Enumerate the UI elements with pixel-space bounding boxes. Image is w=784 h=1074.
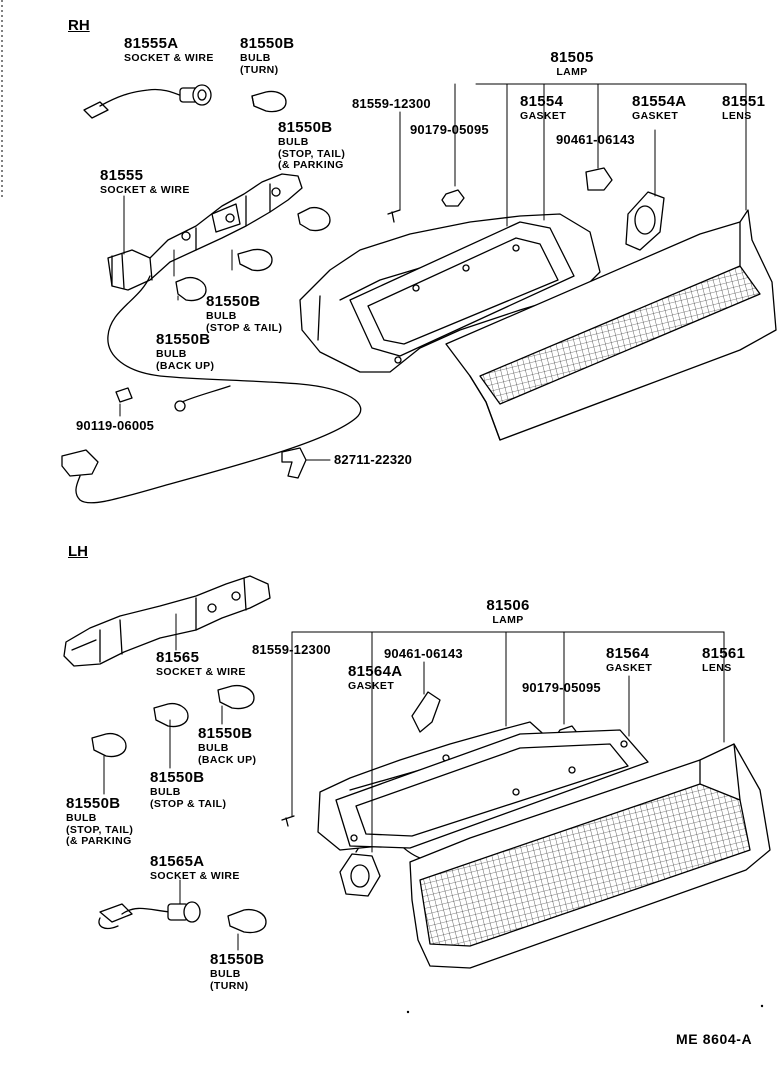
lh-clip-part: [411, 691, 441, 733]
rh-gasket-a-part: [625, 191, 665, 251]
lh-clip-label: 90461-06143: [384, 646, 463, 661]
rh-lens-label: 81551 LENS: [722, 93, 766, 122]
lh-bulb-turn-part: [227, 908, 267, 934]
lh-leader-lines: [103, 613, 725, 951]
rh-bulb-turn-part: [251, 90, 287, 113]
rh-gasket-frame: [349, 221, 575, 364]
rh-bulb-back-up-part: [175, 276, 207, 302]
rh-bulb-back-up-label: 81550B BULB (BACK UP): [156, 331, 215, 372]
section-label-rh: RH: [68, 17, 90, 34]
lh-socket-wire-part: [63, 575, 271, 667]
footer-code: ME 8604-A: [676, 1031, 753, 1047]
rh-nut-label: 90179-05095: [410, 122, 489, 137]
lh-lamp-label: 81506 LAMP: [486, 597, 530, 626]
rh-lamp-label: 81505 LAMP: [550, 49, 594, 78]
lh-screw-label: 81559-12300: [252, 642, 331, 657]
lh-lens: [409, 743, 771, 969]
rh-screw-81559-part: [387, 209, 401, 223]
rh-bulb-stop-tail-parking-label: 81550B BULB (STOP, TAIL) (& PARKING: [278, 119, 346, 171]
lh-screw-part: [281, 815, 295, 827]
rh-socket-wire-a-label: 81555A SOCKET & WIRE: [124, 35, 214, 64]
rh-gasket-a-label: 81554A GASKET: [632, 93, 687, 122]
rh-bulb-turn-label: 81550B BULB (TURN): [240, 35, 295, 76]
rh-bulb-stop-tail-label: 81550B BULB (STOP & TAIL): [206, 293, 283, 334]
rh-nut-part: [441, 189, 465, 207]
rh-socket-wire-label: 81555 SOCKET & WIRE: [100, 167, 190, 196]
rh-clamp-part: [281, 447, 307, 479]
rh-leader-lines: [119, 83, 747, 461]
lh-gasket-label: 81564 GASKET: [606, 645, 653, 674]
lh-gasket-a-label: 81564A GASKET: [348, 663, 403, 692]
lh-bulb-stop-tail-part: [153, 702, 189, 728]
lh-bulb-turn-label: 81550B BULB (TURN): [210, 951, 265, 992]
rh-screw2-label: 90119-06005: [76, 418, 155, 433]
rh-gasket-label: 81554 GASKET: [520, 93, 567, 122]
lh-bulb-back-up-part: [217, 684, 255, 710]
rh-socket-wire-a-part: [83, 84, 212, 119]
rh-lens: [445, 209, 777, 441]
rh-bulb-stop-tail-parking-part: [297, 206, 331, 232]
lh-bulb-stop-tail-label: 81550B BULB (STOP & TAIL): [150, 769, 227, 810]
rh-socket-wire-part: [61, 173, 362, 504]
rh-clip-part: [585, 167, 613, 191]
lh-bulb-stop-tail-parking-part: [91, 732, 127, 758]
lh-gasket-frame: [335, 729, 649, 849]
lh-bulb-stop-tail-parking-label: 81550B BULB (STOP, TAIL) (& PARKING: [66, 795, 134, 847]
lh-nut-label: 90179-05095: [522, 680, 601, 695]
rh-screw-90119-part: [115, 387, 133, 403]
lh-bulb-back-up-label: 81550B BULB (BACK UP): [198, 725, 257, 766]
lh-socket-wire-a-label: 81565A SOCKET & WIRE: [150, 853, 240, 882]
section-label-lh: LH: [68, 543, 88, 560]
rh-clamp-label: 82711-22320: [334, 452, 413, 467]
lh-socket-wire-a-part: [98, 901, 201, 930]
lh-socket-wire-label: 81565 SOCKET & WIRE: [156, 649, 246, 678]
rh-bulb-stop-tail-part: [237, 248, 273, 272]
lh-lens-label: 81561 LENS: [702, 645, 746, 674]
rh-screw-label: 81559-12300: [352, 96, 431, 111]
rh-clip-label: 90461-06143: [556, 132, 635, 147]
